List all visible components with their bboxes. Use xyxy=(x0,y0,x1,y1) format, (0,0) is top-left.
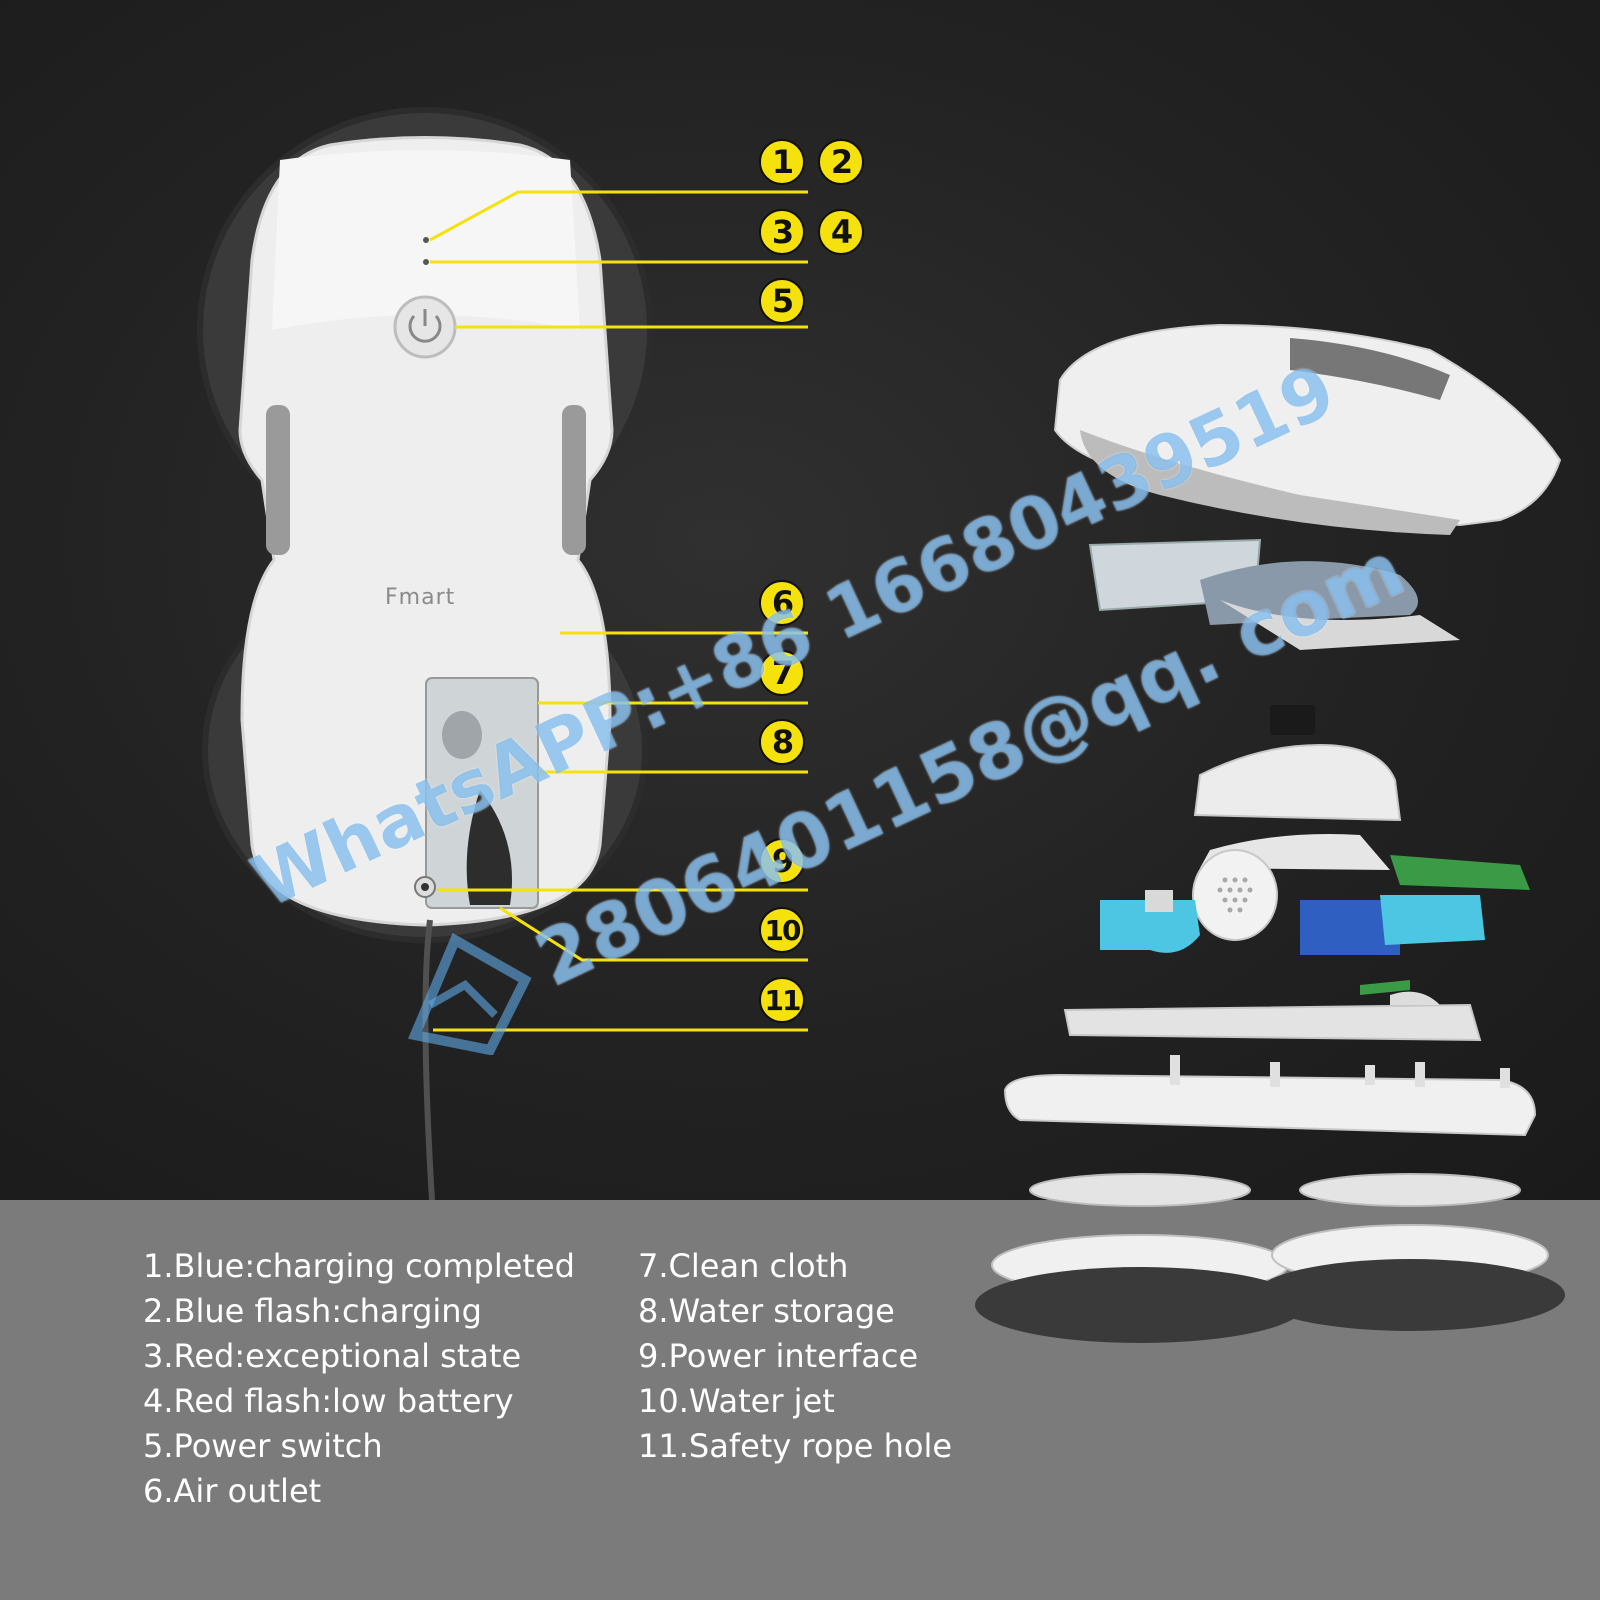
callout-badge-10: 10 xyxy=(759,907,805,953)
legend-item: 7.Clean cloth xyxy=(638,1247,849,1285)
leader-lines xyxy=(429,190,808,1032)
callout-badge-2: 2 xyxy=(818,139,864,185)
callout-badge-11: 11 xyxy=(759,977,805,1023)
robot-body xyxy=(238,136,614,1201)
legend-item: 8.Water storage xyxy=(638,1292,895,1330)
legend-left-column: 1.Blue:charging completed 2.Blue flash:c… xyxy=(143,1244,575,1514)
legend-item: 3.Red:exceptional state xyxy=(143,1337,522,1375)
watermark-logo-icon xyxy=(408,932,532,1055)
brand-logo: Fmart xyxy=(385,585,456,610)
legend-item: 5.Power switch xyxy=(143,1427,383,1465)
legend-item: 6.Air outlet xyxy=(143,1472,322,1510)
callout-badge-6: 6 xyxy=(759,580,805,626)
callout-badge-8: 8 xyxy=(759,719,805,765)
callout-badge-1: 1 xyxy=(759,139,805,185)
callout-badge-4: 4 xyxy=(818,209,864,255)
callout-badge-9: 9 xyxy=(759,838,805,884)
legend-item: 11.Safety rope hole xyxy=(638,1427,953,1465)
callout-badge-7: 7 xyxy=(759,650,805,696)
callout-badge-3: 3 xyxy=(759,209,805,255)
legend-item: 4.Red flash:low battery xyxy=(143,1382,514,1420)
legend-item: 10.Water jet xyxy=(638,1382,835,1420)
callout-badge-5: 5 xyxy=(759,278,805,324)
exploded-view xyxy=(975,323,1565,1343)
legend-item: 2.Blue flash:charging xyxy=(143,1292,482,1330)
legend-item: 1.Blue:charging completed xyxy=(143,1247,575,1285)
legend-item: 9.Power interface xyxy=(638,1337,919,1375)
legend-right-column: 7.Clean cloth 8.Water storage 9.Power in… xyxy=(638,1244,952,1469)
